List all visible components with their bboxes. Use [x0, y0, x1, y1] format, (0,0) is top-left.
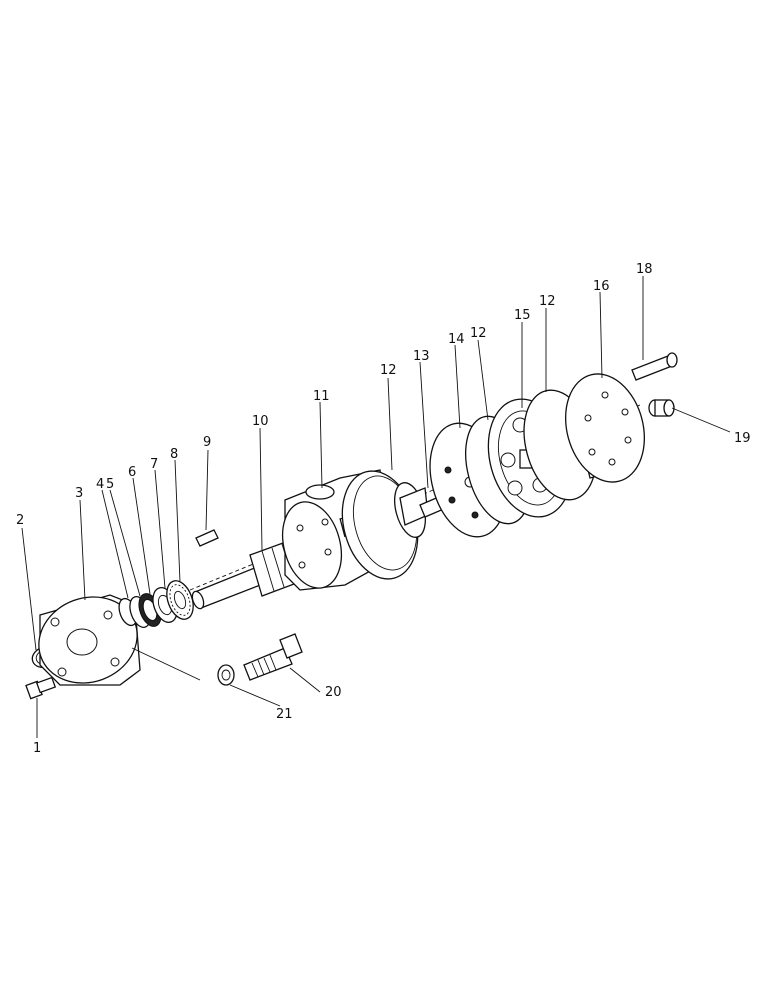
part-3-flange	[38, 594, 141, 686]
callout-12-c: 12	[539, 294, 556, 309]
callout-labels: 1 2 3 4 5 6 7 8 9 10 11 12 13 14 12 15 1…	[16, 262, 751, 756]
callout-16: 16	[593, 279, 610, 294]
callout-13: 13	[413, 349, 430, 364]
part-9-key	[195, 529, 219, 547]
part-19-plug	[648, 399, 675, 417]
callout-11: 11	[313, 389, 330, 404]
callout-12-b: 12	[470, 326, 487, 341]
callout-1: 1	[33, 741, 41, 756]
callout-12-a: 12	[380, 363, 397, 378]
callout-3: 3	[75, 486, 83, 501]
part-12-plate-a	[394, 482, 429, 538]
callout-20: 20	[325, 685, 342, 700]
callout-8: 8	[170, 447, 178, 462]
callout-18: 18	[636, 262, 653, 277]
part-21-washer	[217, 664, 235, 686]
callout-14: 14	[448, 332, 465, 347]
callout-6: 6	[128, 465, 136, 480]
part-1-screw	[25, 676, 57, 700]
part-18-bolt	[631, 352, 678, 381]
part-20-stud	[243, 633, 303, 681]
callout-4: 4	[96, 477, 104, 492]
callout-10: 10	[252, 414, 269, 429]
callout-21: 21	[276, 707, 293, 722]
callout-19: 19	[734, 431, 751, 446]
leader-lines	[21, 276, 731, 738]
part-16-end-cover	[564, 373, 646, 483]
callout-2: 2	[16, 513, 24, 528]
callout-5: 5	[106, 477, 114, 492]
callout-7: 7	[150, 457, 158, 472]
part-8-thrust-bearing	[166, 580, 194, 620]
callout-15: 15	[514, 308, 531, 323]
callout-9: 9	[203, 435, 211, 450]
